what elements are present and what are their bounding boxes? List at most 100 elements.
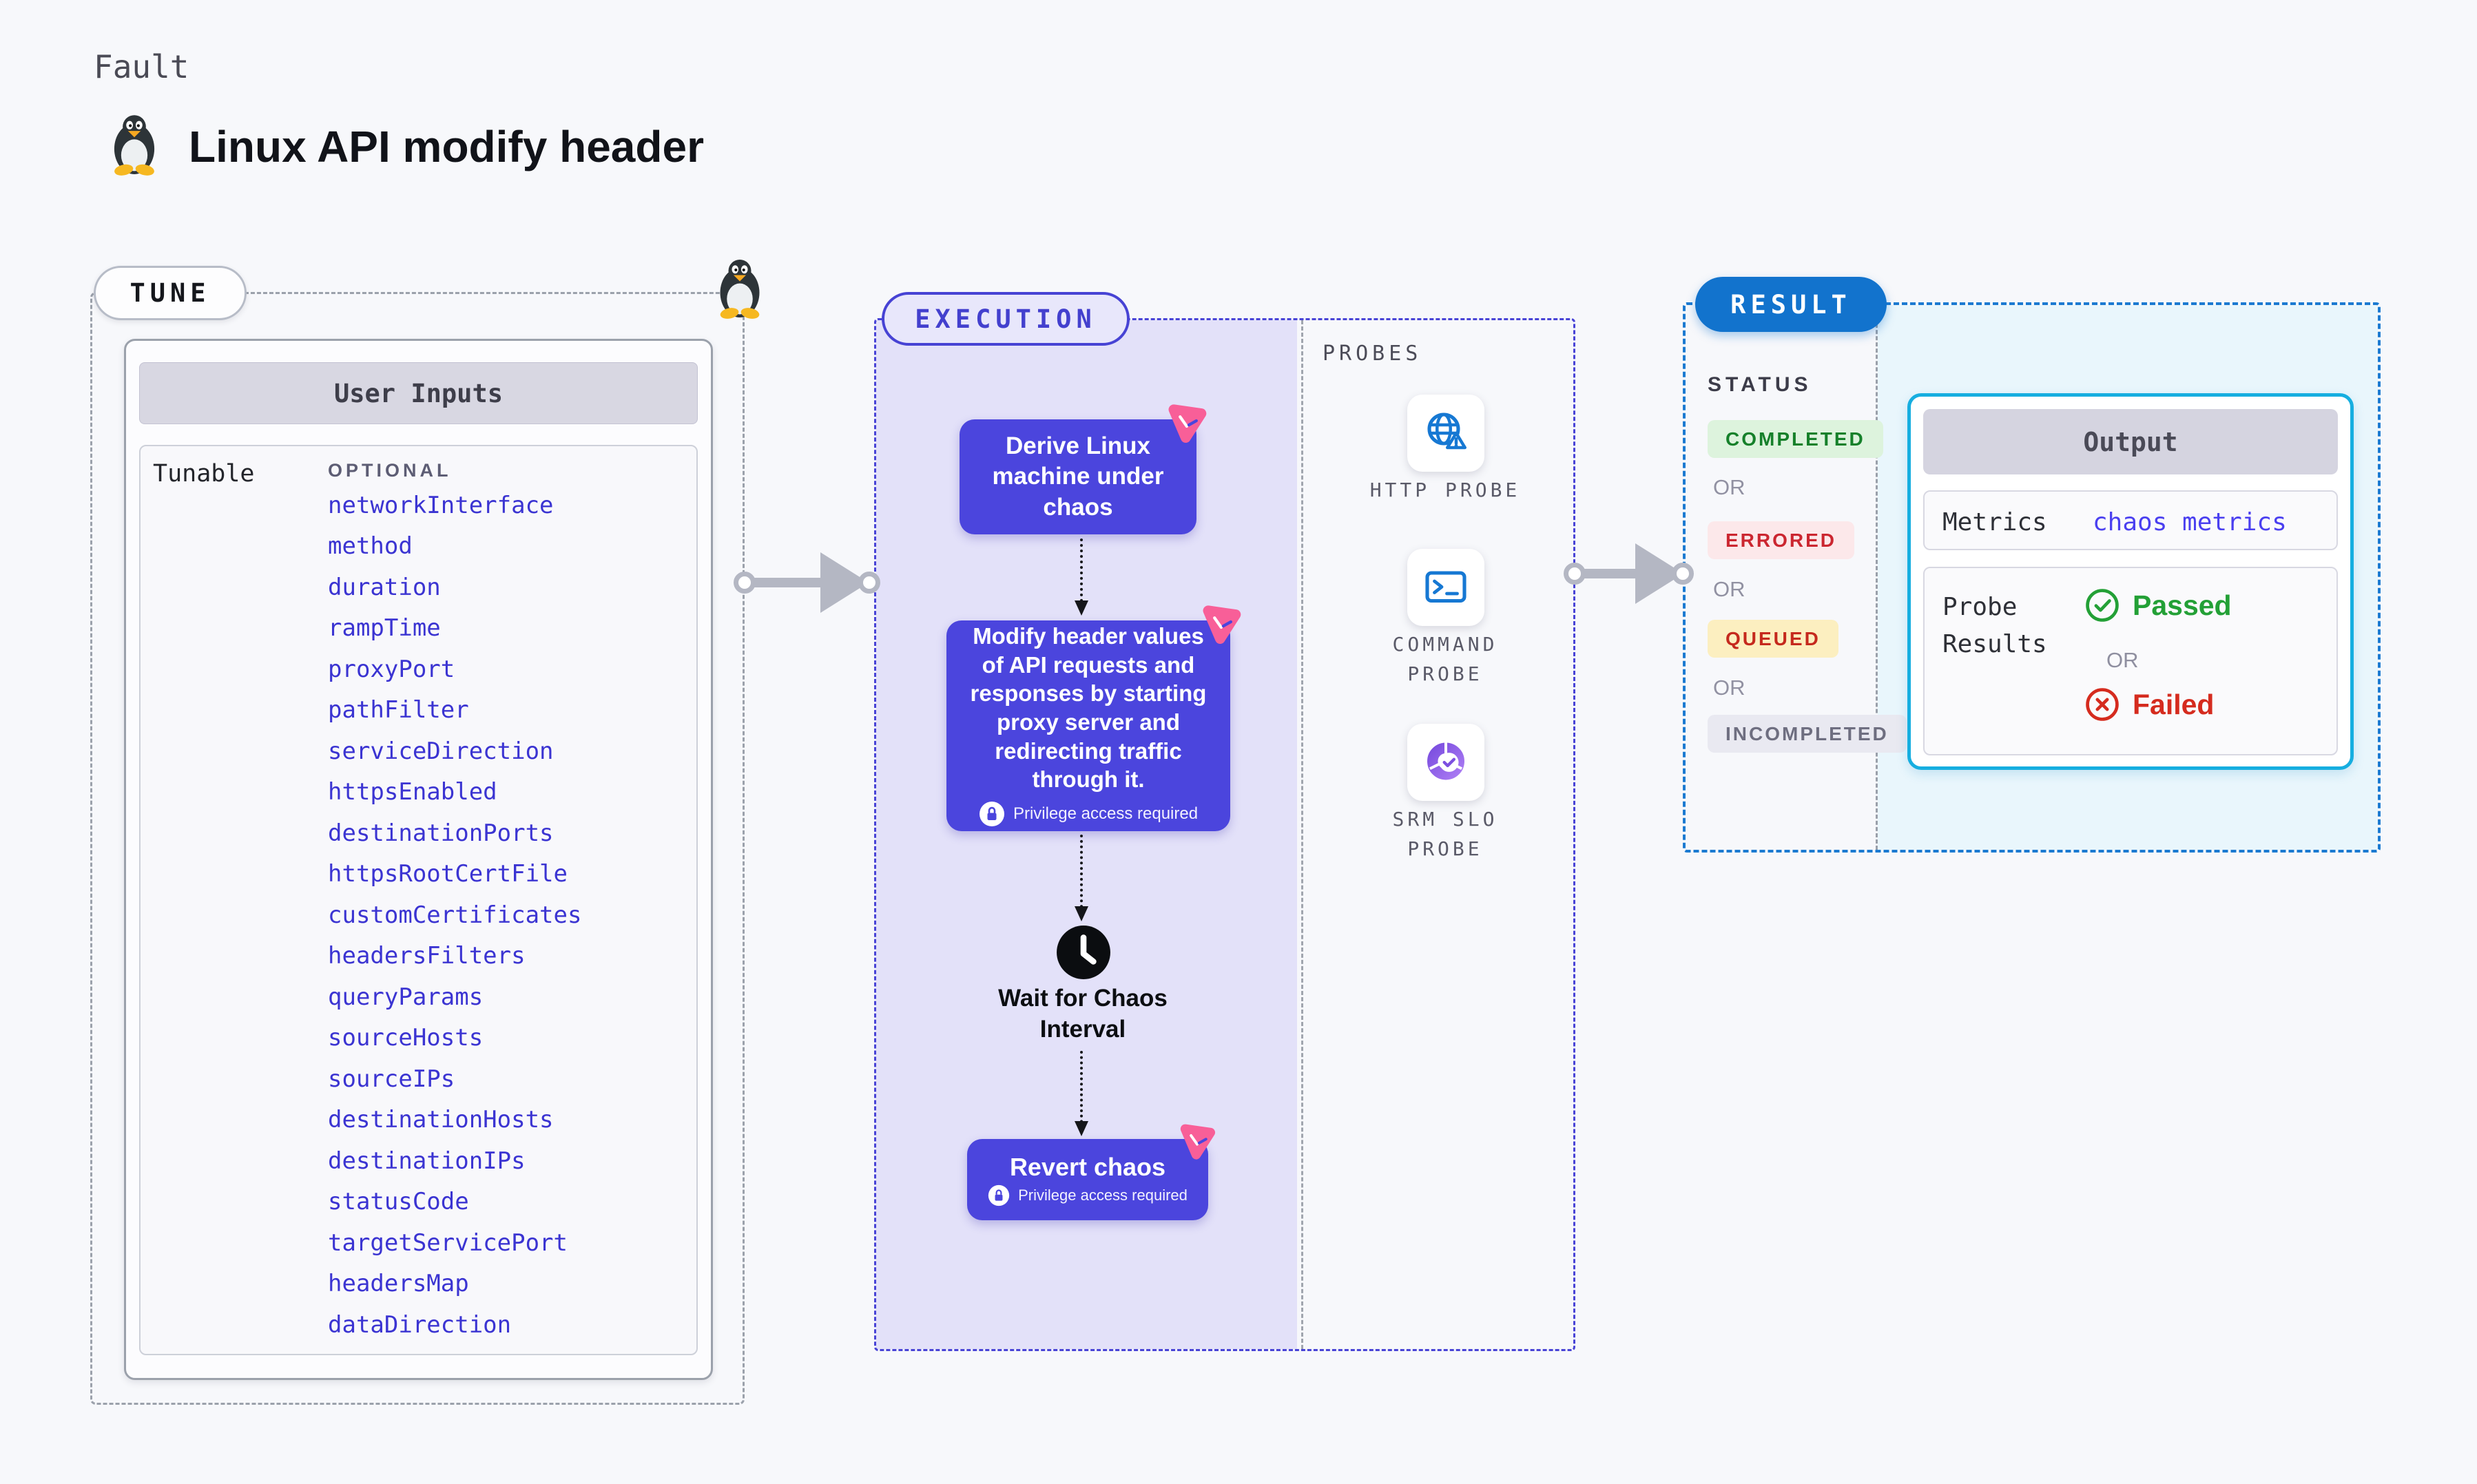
tunable-list-item: sourceHosts <box>328 1018 686 1059</box>
tunable-link[interactable]: networkInterface <box>328 491 554 519</box>
tunable-link[interactable]: statusCode <box>328 1188 469 1216</box>
user-inputs-title: User Inputs <box>139 362 698 424</box>
tunable-link[interactable]: customCertificates <box>328 901 582 929</box>
tunable-link[interactable]: sourceIPs <box>328 1065 455 1093</box>
tunable-list-item: method <box>328 526 686 567</box>
tunable-link[interactable]: sourceHosts <box>328 1024 484 1052</box>
tune-pill: TUNE <box>94 266 247 320</box>
or-separator: OR <box>1713 475 1745 499</box>
revert-chaos-label: Revert chaos <box>1009 1153 1166 1181</box>
status-badge-queued: QUEUED <box>1708 620 1838 658</box>
lock-icon <box>979 801 1004 826</box>
tunable-list-item: duration <box>328 567 686 608</box>
page-title: Linux API modify header <box>189 122 704 171</box>
result-pill: RESULT <box>1695 277 1887 332</box>
tunable-list-item: headersMap <box>328 1264 686 1305</box>
metrics-row: Metrics chaos metrics <box>1923 490 2338 550</box>
tunable-link[interactable]: httpsRootCertFile <box>328 860 568 888</box>
tunables-box <box>139 445 698 1355</box>
privilege-row: Privilege access required <box>979 801 1198 827</box>
tunable-list-item: destinationPorts <box>328 813 686 854</box>
or-separator: OR <box>1713 577 1745 601</box>
tunable-link[interactable]: proxyPort <box>328 655 455 683</box>
modify-header-label: Modify header values of API requests and… <box>970 623 1207 793</box>
tunable-link[interactable]: headersMap <box>328 1270 469 1298</box>
tunable-list-item: httpsEnabled <box>328 772 686 813</box>
output-title: Output <box>1923 409 2338 474</box>
tunable-list-item: destinationIPs <box>328 1140 686 1182</box>
lock-icon <box>988 1184 1010 1206</box>
tunable-link[interactable]: destinationIPs <box>328 1147 526 1175</box>
srm-slo-probe-card <box>1407 724 1484 801</box>
tunable-list-item: targetServicePort <box>328 1222 686 1264</box>
tunable-row-label: Tunable <box>153 460 255 488</box>
failed-result: Failed <box>2084 687 2214 722</box>
execution-pill: EXECUTION <box>882 292 1130 346</box>
tunable-list-item: networkInterface <box>328 485 686 526</box>
status-badge-errored: ERRORED <box>1708 521 1855 559</box>
tunable-link[interactable]: targetServicePort <box>328 1229 568 1257</box>
tunable-list-item: headersFilters <box>328 936 686 977</box>
http-probe-card <box>1407 395 1484 472</box>
modify-to-wait-connector <box>1075 835 1088 921</box>
tunable-list-item: statusCode <box>328 1182 686 1223</box>
tunable-list-item: sourceIPs <box>328 1058 686 1100</box>
tunable-link[interactable]: destinationHosts <box>328 1106 554 1134</box>
command-probe-label: COMMAND PROBE <box>1392 633 1498 686</box>
status-badge-completed: COMPLETED <box>1708 420 1883 458</box>
failed-label: Failed <box>2133 688 2215 720</box>
tunable-list-item: rampTime <box>328 608 686 649</box>
privilege-row: Privilege access required <box>988 1184 1188 1206</box>
tunable-link[interactable]: destinationPorts <box>328 819 554 847</box>
probe-results-label: Probe Results <box>1942 593 2047 658</box>
chaos-metrics-link[interactable]: chaos metrics <box>2093 508 2287 536</box>
tunable-link[interactable]: method <box>328 532 413 561</box>
check-circle-icon <box>2086 589 2119 622</box>
globe-alert-icon <box>1427 412 1466 450</box>
tunable-link[interactable]: headersFilters <box>328 942 526 970</box>
execution-section-border <box>874 318 1575 1351</box>
revert-chaos-node: Revert chaos Privilege access required <box>967 1139 1208 1220</box>
tunables-list: networkInterface method duration rampTim… <box>328 485 686 1346</box>
x-circle-icon <box>2086 688 2119 721</box>
wait-interval-label: Wait for Chaos Interval <box>998 985 1168 1043</box>
privilege-note: Privilege access required <box>1018 1187 1188 1204</box>
status-badge-incompleted: INCOMPLETED <box>1708 715 1907 753</box>
privilege-note: Privilege access required <box>1013 804 1199 823</box>
tunable-link[interactable]: queryParams <box>328 983 484 1011</box>
slo-donut-icon <box>1427 742 1464 780</box>
or-separator: OR <box>2106 648 2139 672</box>
tunable-link[interactable]: pathFilter <box>328 696 469 724</box>
tunable-link[interactable]: dataDirection <box>328 1310 512 1339</box>
tunable-list-item: pathFilter <box>328 690 686 731</box>
optional-column-label: OPTIONAL <box>328 460 452 481</box>
chaos-fault-icon <box>1203 605 1241 645</box>
tunable-link[interactable]: duration <box>328 573 441 601</box>
execution-probes-divider <box>1301 320 1303 1349</box>
or-separator: OR <box>1713 676 1745 700</box>
chaos-fault-icon <box>1168 404 1207 443</box>
http-probe-label: HTTP PROBE <box>1369 479 1521 501</box>
output-panel: Output Metrics chaos metrics Probe Resul… <box>1907 393 2354 770</box>
tunable-link[interactable]: rampTime <box>328 614 441 642</box>
status-column-label: STATUS <box>1708 373 1812 396</box>
tunable-list-item: dataDirection <box>328 1304 686 1346</box>
tunable-link[interactable]: serviceDirection <box>328 737 554 765</box>
srm-slo-probe-label: SRM SLO PROBE <box>1392 808 1498 861</box>
tunable-list-item: serviceDirection <box>328 731 686 772</box>
tunable-list-item: queryParams <box>328 976 686 1018</box>
clock-icon <box>1057 926 1110 979</box>
passed-label: Passed <box>2133 589 2232 621</box>
tunable-list-item: httpsRootCertFile <box>328 854 686 895</box>
tunable-list-item: destinationHosts <box>328 1100 686 1141</box>
result-status-divider <box>1876 305 1878 850</box>
linux-penguin-icon <box>114 115 155 176</box>
probes-column-label: PROBES <box>1323 342 1422 366</box>
linux-penguin-icon <box>720 260 760 319</box>
passed-result: Passed <box>2084 587 2232 623</box>
tune-section-border <box>90 292 745 1405</box>
metrics-label: Metrics <box>1942 508 2047 536</box>
derive-to-modify-connector <box>1075 539 1088 616</box>
tunable-link[interactable]: httpsEnabled <box>328 778 497 806</box>
derive-machine-label: Derive Linux machine under chaos <box>992 432 1164 521</box>
